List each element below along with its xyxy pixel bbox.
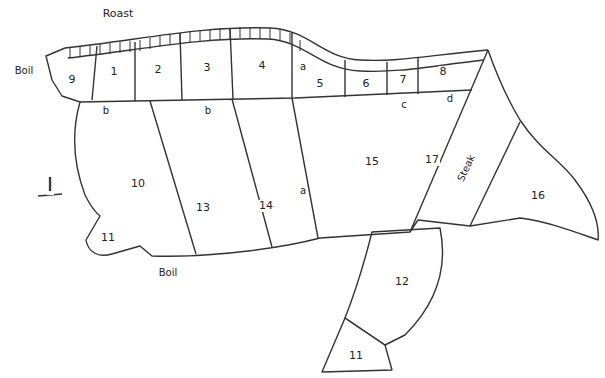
callout-number: 1: [110, 66, 119, 78]
back-line: [65, 28, 488, 61]
scallops: [70, 27, 300, 58]
separate-cut: [322, 318, 392, 372]
part-name: Steak: [455, 152, 478, 184]
callout-number: 6: [362, 78, 371, 90]
callout-number: 9: [68, 74, 77, 86]
callout-letter: a: [299, 185, 307, 196]
callout-number: 15: [364, 156, 380, 168]
callout-number: 13: [195, 202, 211, 214]
part-name: Roast: [102, 8, 135, 20]
divider: [230, 28, 233, 99]
callout-number: 10: [130, 178, 146, 190]
divider: [92, 46, 97, 100]
callout-number: 7: [399, 74, 408, 86]
divider: [417, 58, 418, 94]
divider: [180, 33, 182, 100]
callout-number: 11: [348, 350, 364, 362]
callout-letter: d: [446, 93, 454, 104]
part-name: Boil: [14, 65, 35, 76]
divider: [232, 99, 272, 247]
callout-letter: b: [102, 105, 110, 116]
callout-number: 5: [316, 78, 325, 90]
part-name: Boil: [158, 267, 179, 278]
body-outline: [46, 48, 598, 256]
callout-letter: a: [299, 61, 307, 72]
callout-number: 12: [394, 276, 410, 288]
callout-number: 16: [530, 190, 546, 202]
divider: [386, 62, 387, 95]
callout-number: 8: [439, 66, 448, 78]
divider: [150, 101, 196, 254]
handwritten-mark: I: [46, 173, 54, 195]
divider: [344, 60, 345, 97]
callout-number: 4: [258, 60, 267, 72]
callout-number: 3: [203, 62, 212, 74]
rib-line: [80, 90, 472, 102]
callout-number: 17: [424, 154, 440, 166]
steak-edge: [470, 122, 520, 226]
callout-number: 11: [100, 232, 116, 244]
steak-edge: [410, 50, 488, 232]
callout-number: 14: [258, 200, 274, 212]
callout-letter: c: [400, 99, 408, 110]
divider: [292, 33, 318, 238]
divider: [134, 42, 135, 101]
callout-number: 2: [154, 64, 163, 76]
callout-letter: b: [204, 105, 212, 116]
